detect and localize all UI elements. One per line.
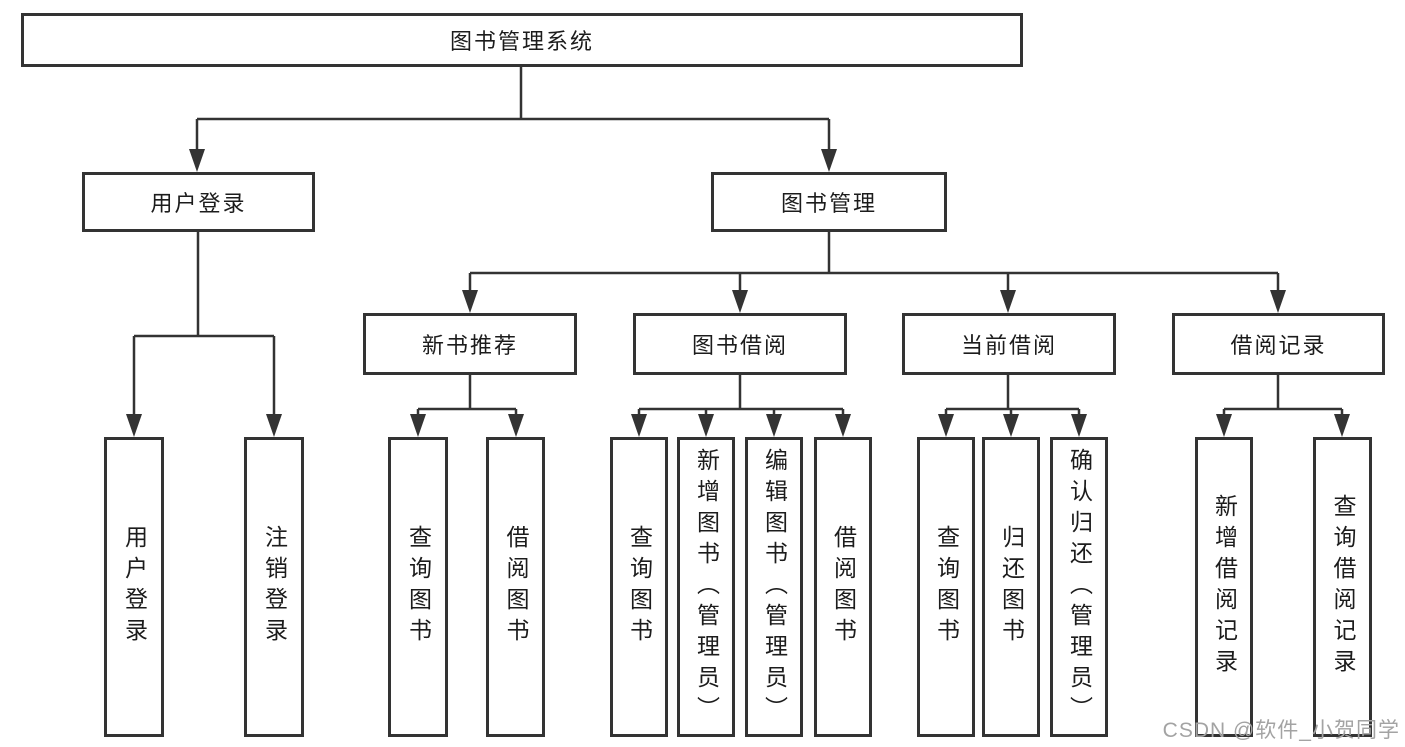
leaf-confirm-return-admin: 确认归还（管理员）: [1050, 437, 1108, 737]
leaf-logout-login: 注销登录: [244, 437, 304, 737]
csdn-watermark: CSDN @软件_小贺同学: [1162, 719, 1400, 742]
leaf-borrow-books: 借阅图书: [814, 437, 872, 737]
connector-current-borrow-children: [938, 375, 1087, 437]
connector-new-books-children: [410, 375, 524, 437]
leaf-user-login: 用户登录: [104, 437, 164, 737]
node-borrow-records: 借阅记录: [1172, 313, 1385, 375]
node-new-book-recommend: 新书推荐: [363, 313, 577, 375]
leaf-query-books-borrow: 查询图书: [610, 437, 668, 737]
leaf-return-books: 归还图书: [982, 437, 1040, 737]
leaf-edit-books-admin: 编辑图书（管理员）: [745, 437, 803, 737]
node-book-borrow: 图书借阅: [633, 313, 847, 375]
node-book-management: 图书管理: [711, 172, 947, 232]
connector-user-login-children: [126, 232, 282, 437]
connector-book-borrow-children: [631, 375, 851, 437]
leaf-add-books-admin: 新增图书（管理员）: [677, 437, 735, 737]
connector-root-to-level2: [189, 67, 837, 172]
leaf-query-books-current: 查询图书: [917, 437, 975, 737]
leaf-query-books-recommend: 查询图书: [388, 437, 448, 737]
node-library-system: 图书管理系统: [21, 13, 1023, 67]
leaf-add-borrow-record: 新增借阅记录: [1195, 437, 1253, 737]
connector-borrow-records-children: [1216, 375, 1350, 437]
leaf-borrow-books-recommend: 借阅图书: [486, 437, 545, 737]
connector-book-management-children: [462, 232, 1286, 313]
node-current-borrow: 当前借阅: [902, 313, 1116, 375]
leaf-query-borrow-record: 查询借阅记录: [1313, 437, 1372, 737]
node-user-login: 用户登录: [82, 172, 315, 232]
